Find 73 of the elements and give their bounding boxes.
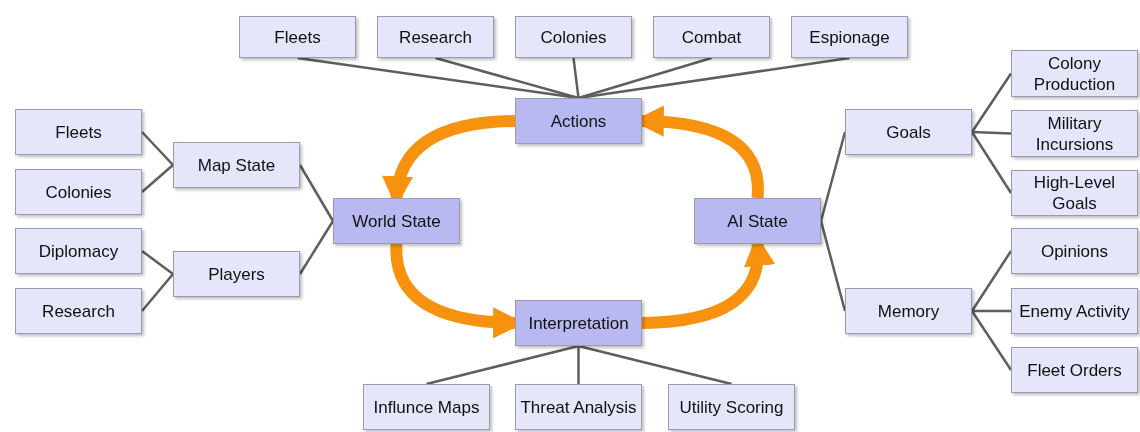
box-label: Colony Production bbox=[1032, 52, 1117, 95]
process-box bbox=[1011, 228, 1138, 274]
connector-line bbox=[970, 131, 1013, 194]
box-label: Opinions bbox=[1040, 240, 1109, 262]
connector-line bbox=[141, 273, 174, 312]
box-label: AI State bbox=[727, 210, 788, 232]
connector-line bbox=[298, 164, 335, 222]
box-label: Combat bbox=[681, 26, 742, 48]
box-label: Players bbox=[208, 263, 265, 285]
connector-line bbox=[970, 72, 1013, 133]
process-box bbox=[653, 16, 770, 58]
box-label: Fleet Orders bbox=[1027, 359, 1122, 381]
box-label: High-Level Goals bbox=[1032, 172, 1117, 214]
process-box bbox=[1011, 347, 1138, 393]
box-label: Map State bbox=[197, 154, 276, 176]
process-box bbox=[791, 16, 908, 58]
box-label: Actions bbox=[550, 110, 607, 132]
box-label: Goals bbox=[886, 121, 931, 143]
box-label: Influnce Maps bbox=[373, 396, 480, 418]
process-box bbox=[15, 169, 142, 215]
box-label: Colonies bbox=[540, 26, 607, 48]
box-label: Colonies bbox=[45, 181, 112, 203]
connector-line bbox=[970, 310, 1013, 371]
box-label: Enemy Activity bbox=[1019, 300, 1130, 322]
process-box bbox=[845, 288, 972, 334]
process-box bbox=[239, 16, 356, 58]
box-label: Interpretation bbox=[528, 312, 629, 334]
process-box bbox=[515, 16, 632, 58]
box-label: Research bbox=[42, 300, 115, 322]
process-box bbox=[1011, 110, 1138, 157]
process-box bbox=[515, 98, 642, 144]
box-label: Military Incursions bbox=[1034, 112, 1115, 155]
box-label: Fleets bbox=[274, 26, 321, 48]
process-box bbox=[1011, 50, 1138, 97]
process-box bbox=[173, 142, 300, 188]
connector-line bbox=[578, 56, 712, 100]
connector-line bbox=[577, 346, 580, 384]
process-box bbox=[377, 16, 494, 58]
process-box bbox=[1011, 170, 1138, 216]
connector-line bbox=[819, 131, 847, 222]
connector-line bbox=[972, 309, 1011, 313]
process-box bbox=[694, 198, 821, 244]
process-box bbox=[15, 228, 142, 274]
connector-line bbox=[819, 220, 847, 312]
process-box bbox=[173, 251, 300, 297]
box-label: Espionage bbox=[809, 26, 890, 48]
connector-line bbox=[578, 344, 732, 386]
box-label: Diplomacy bbox=[38, 240, 119, 262]
connector-line bbox=[141, 250, 174, 275]
box-label: Fleets bbox=[55, 121, 102, 143]
process-box bbox=[333, 198, 460, 244]
process-box bbox=[15, 109, 142, 155]
connector-line bbox=[426, 344, 579, 386]
process-box bbox=[15, 288, 142, 334]
connector-line bbox=[970, 250, 1013, 312]
process-box bbox=[668, 384, 795, 430]
box-label: Research bbox=[399, 26, 472, 48]
connector-line bbox=[141, 164, 174, 193]
connector-line bbox=[141, 131, 174, 166]
process-box bbox=[845, 109, 972, 155]
connector-line bbox=[578, 56, 850, 100]
connector-line bbox=[435, 56, 579, 100]
process-box bbox=[363, 384, 490, 430]
box-label: World State bbox=[352, 210, 441, 232]
connector-line bbox=[572, 57, 580, 99]
process-box bbox=[515, 384, 642, 430]
process-box bbox=[515, 300, 642, 346]
box-label: Memory bbox=[877, 300, 940, 322]
box-label: Utility Scoring bbox=[679, 396, 784, 418]
connector-line bbox=[971, 130, 1012, 135]
connector-line bbox=[298, 220, 335, 275]
process-box bbox=[1011, 288, 1138, 334]
box-label: Threat Analysis bbox=[520, 396, 637, 418]
